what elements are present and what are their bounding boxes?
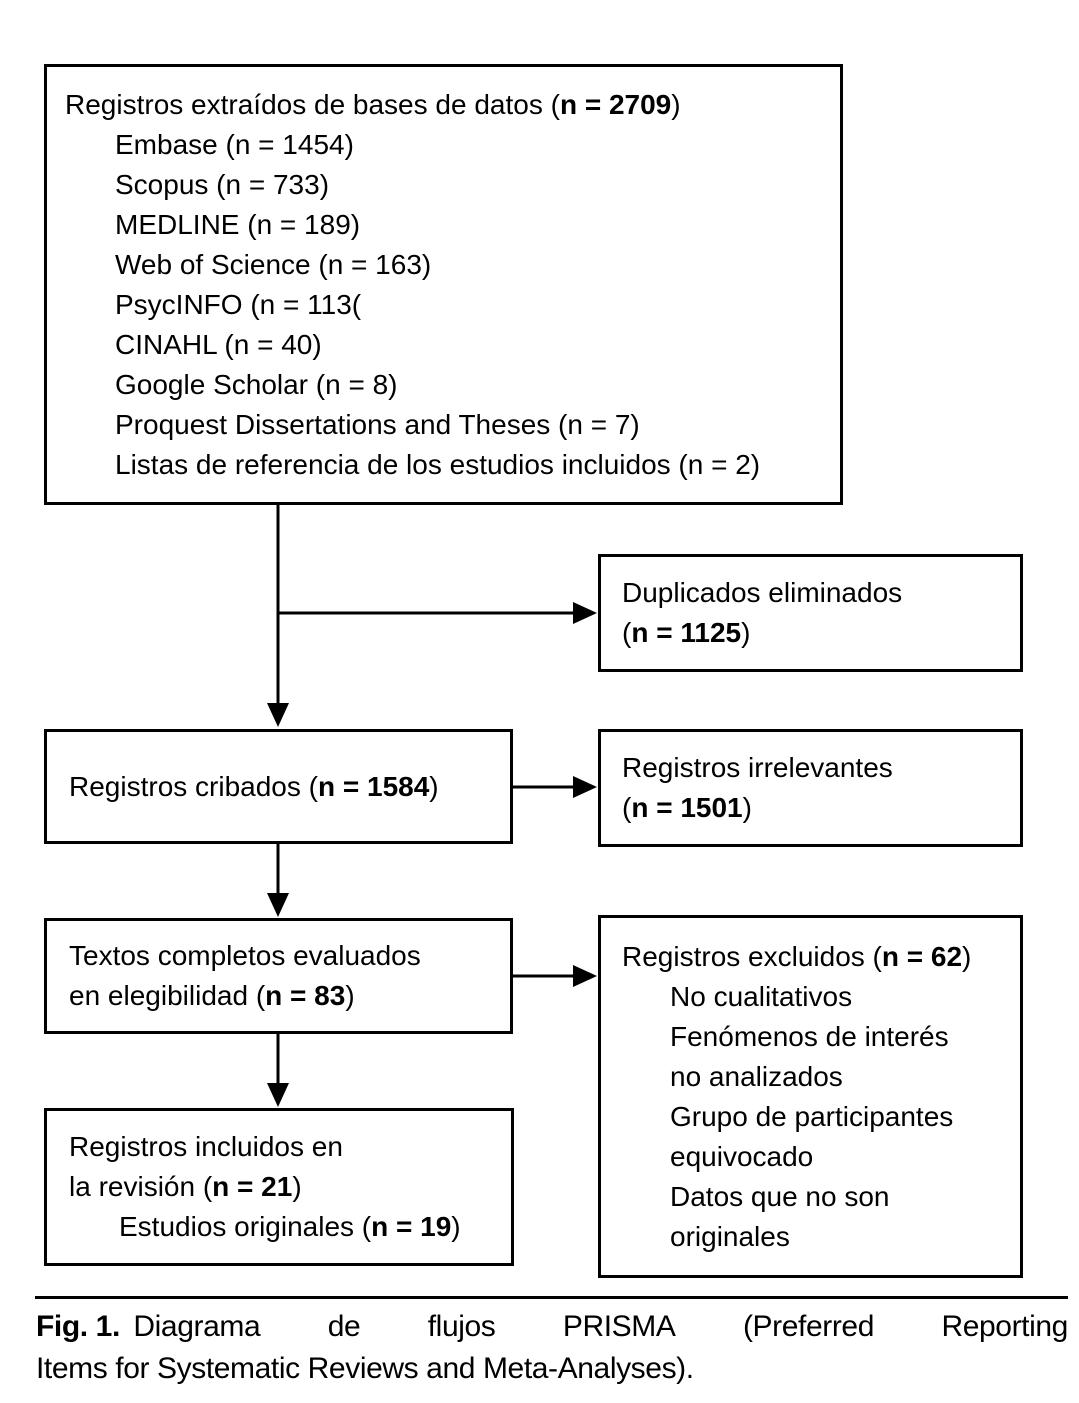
count-value: n = 83 bbox=[265, 980, 346, 1011]
exclusion-reason: No cualitativos bbox=[670, 980, 853, 1012]
arrowhead-down-icon bbox=[267, 1083, 289, 1107]
title-text: Registros extraídos de bases de datos ( bbox=[65, 88, 560, 120]
count-line: (n = 1125) bbox=[622, 617, 751, 648]
box-fulltext-assessed: Textos completos evaluados en elegibilid… bbox=[44, 918, 513, 1034]
box-title: Registros extraídos de bases de datos (n… bbox=[65, 88, 681, 120]
box-duplicates-removed: Duplicados eliminados (n = 1125) bbox=[598, 554, 1023, 672]
count-value: n = 21 bbox=[212, 1171, 293, 1202]
count-value: n = 62 bbox=[881, 940, 963, 972]
caption-divider bbox=[35, 1296, 1068, 1299]
box-title: Registros cribados (n = 1584) bbox=[69, 770, 439, 802]
box-title: Duplicados eliminados bbox=[622, 577, 903, 608]
box-title-line2: en elegibilidad (n = 83) bbox=[69, 980, 355, 1011]
figure-label: Fig. 1. bbox=[36, 1310, 120, 1343]
count-value: n = 2709 bbox=[559, 88, 672, 120]
arrowhead-right-icon bbox=[573, 776, 597, 798]
box-title: Registros excluidos (n = 62) bbox=[622, 940, 972, 972]
box-irrelevant-records: Registros irrelevantes (n = 1501) bbox=[598, 729, 1023, 847]
database-item: Google Scholar (n = 8) bbox=[115, 368, 398, 400]
exclusion-reason-wrap: equivocado bbox=[670, 1140, 814, 1172]
caption-line2: Items for Systematic Reviews and Meta-An… bbox=[36, 1352, 694, 1385]
arrowhead-down-icon bbox=[267, 703, 289, 727]
exclusion-reason: Datos que no son bbox=[670, 1180, 890, 1212]
count-value: n = 1501 bbox=[631, 792, 743, 823]
database-item: Listas de referencia de los estudios inc… bbox=[115, 448, 761, 480]
box-database-records: Registros extraídos de bases de datos (n… bbox=[44, 64, 843, 505]
exclusion-reason-wrap: originales bbox=[670, 1220, 790, 1252]
box-title: Registros incluidos en bbox=[69, 1131, 343, 1162]
box-records-included: Registros incluidos en la revisión (n = … bbox=[44, 1108, 514, 1266]
database-item: Embase (n = 1454) bbox=[115, 128, 354, 160]
database-item: MEDLINE (n = 189) bbox=[115, 208, 361, 240]
exclusion-reason: Fenómenos de interés bbox=[670, 1020, 949, 1052]
arrowhead-right-icon bbox=[573, 602, 597, 624]
count-value: n = 1584 bbox=[317, 770, 430, 802]
database-item: Web of Science (n = 163) bbox=[115, 248, 432, 280]
arrowhead-down-icon bbox=[267, 893, 289, 917]
exclusion-reason-wrap: no analizados bbox=[670, 1060, 843, 1092]
exclusion-reason: Grupo de participantes bbox=[670, 1100, 954, 1132]
box-title-line2: la revisión (n = 21) bbox=[69, 1171, 302, 1202]
arrowhead-right-icon bbox=[573, 965, 597, 987]
count-line: (n = 1501) bbox=[622, 792, 752, 823]
database-item: PsycINFO (n = 113( bbox=[115, 288, 362, 320]
box-records-excluded: Registros excluidos (n = 62) No cualitat… bbox=[598, 915, 1023, 1278]
box-title: Registros irrelevantes bbox=[622, 752, 893, 783]
database-item: Proquest Dissertations and Theses (n = 7… bbox=[115, 408, 640, 440]
count-value: n = 1125 bbox=[631, 617, 742, 648]
database-item: CINAHL (n = 40) bbox=[115, 328, 322, 360]
included-subitem: Estudios originales (n = 19) bbox=[119, 1211, 461, 1242]
database-item: Scopus (n = 733) bbox=[115, 168, 330, 200]
count-value: n = 19 bbox=[371, 1211, 452, 1242]
box-records-screened: Registros cribados (n = 1584) bbox=[44, 729, 513, 844]
box-title: Textos completos evaluados bbox=[69, 940, 421, 971]
